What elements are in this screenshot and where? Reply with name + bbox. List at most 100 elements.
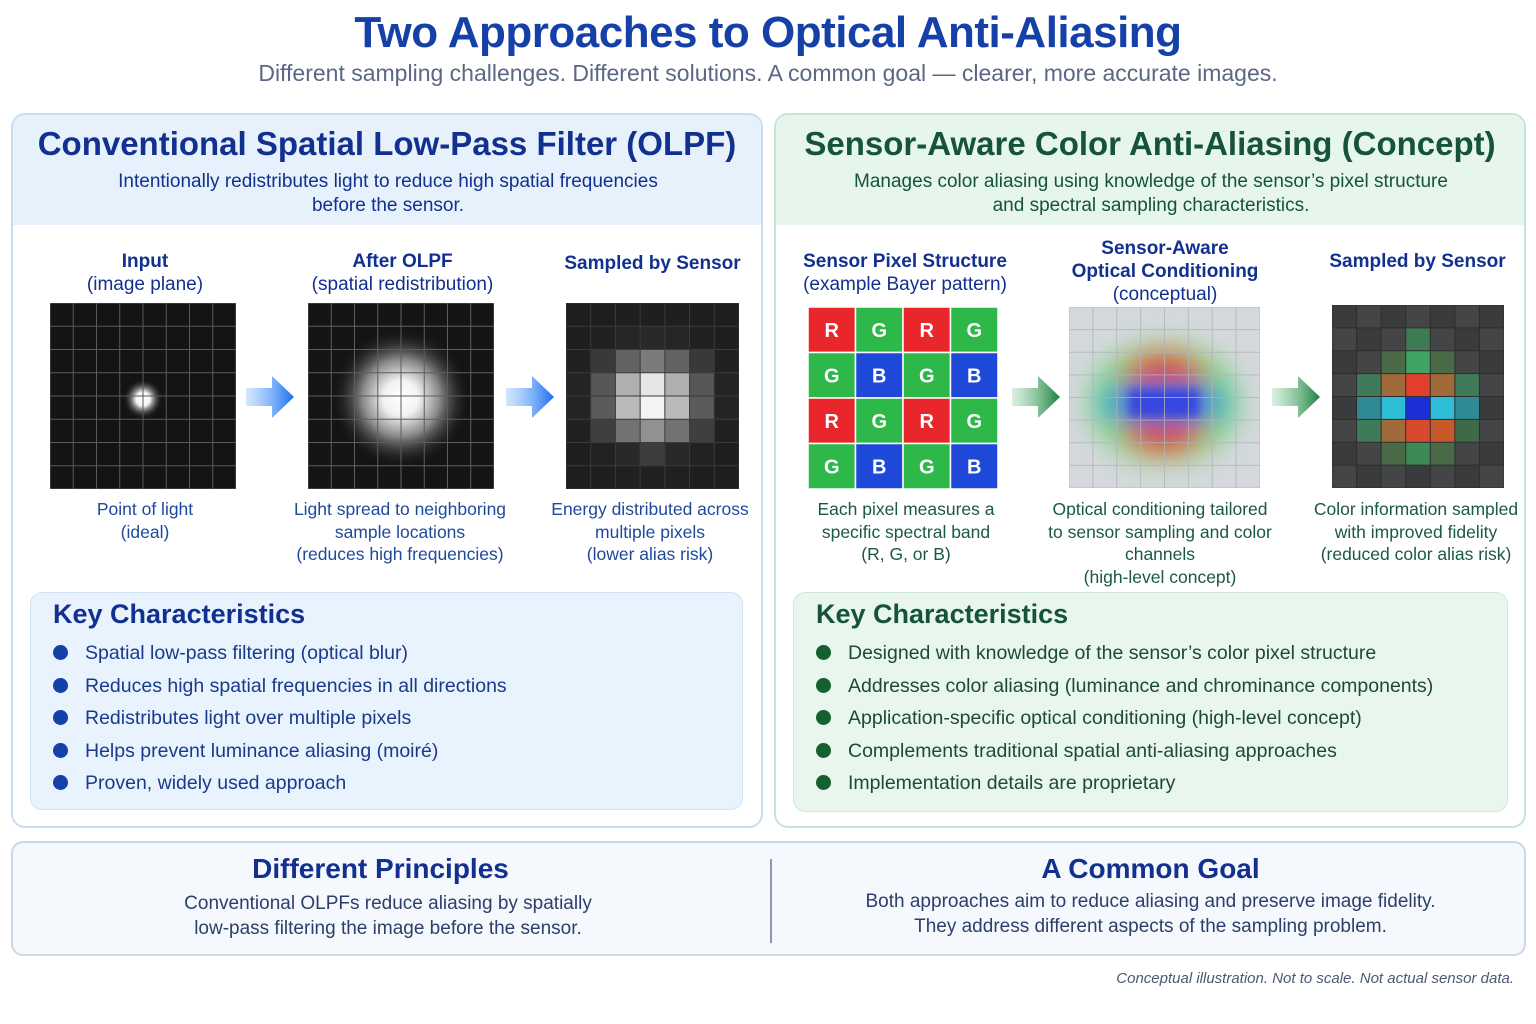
color-sampled-pixel <box>1430 396 1456 420</box>
color-sampled-label: Sampled by Sensor <box>1310 250 1525 273</box>
olpf-input-caption: Point of light (ideal) <box>40 498 250 543</box>
color-sampled-pixel <box>1454 442 1480 466</box>
caption-line: sample locations <box>334 521 466 542</box>
sampled-pixel <box>590 372 616 397</box>
color-sampled-pixel <box>1332 419 1358 443</box>
bullet-icon <box>53 677 68 693</box>
sensor-desc-line: and spectral sampling characteristics. <box>992 195 1310 216</box>
arrow-right-icon <box>506 376 554 418</box>
sampled-pixel <box>714 349 739 374</box>
sampled-pixel <box>640 326 666 350</box>
after-olpf-grid <box>308 303 494 489</box>
footnote: Conceptual illustration. Not to scale. N… <box>1116 970 1514 987</box>
column-sublabel: (example Bayer pattern) <box>803 274 1007 295</box>
color-sampled-pixel <box>1479 373 1504 397</box>
caption-line: with improved fidelity <box>1334 521 1498 542</box>
column-label: Sampled by Sensor <box>1329 251 1506 272</box>
summary-line: Conventional OLPFs reduce aliasing by sp… <box>184 893 592 914</box>
sampled-pixel <box>566 465 592 489</box>
caption-line: (lower alias risk) <box>586 544 714 564</box>
color-sampled-pixel <box>1479 465 1504 488</box>
sampled-pixel <box>689 396 715 420</box>
bayer-pixel-label: B <box>967 456 981 478</box>
bayer-caption: Each pixel measures a specific spectral … <box>796 498 1016 566</box>
conditioning-grid <box>1069 307 1260 488</box>
olpf-sampled-label: Sampled by Sensor <box>545 252 760 275</box>
sampled-pixel <box>664 372 691 397</box>
color-sampled-caption: Color information sampled with improved … <box>1305 498 1527 566</box>
color-sampled-pixel <box>1479 396 1504 420</box>
color-sampled-pixel <box>1479 419 1504 443</box>
color-sampled-pixel <box>1454 305 1480 329</box>
bayer-pixel-label: G <box>966 411 982 433</box>
sampled-pixel <box>566 419 592 443</box>
caption-line: Point of light <box>96 499 194 519</box>
list-item: Complements traditional spatial anti-ali… <box>816 737 1433 770</box>
bayer-pixel-label: G <box>824 456 840 478</box>
sampled-pixel <box>640 303 666 327</box>
column-label: Sensor Pixel Structure <box>803 251 1007 272</box>
olpf-panel-header <box>13 115 761 225</box>
color-sampled-pixel <box>1381 327 1407 352</box>
color-sampled-pixel <box>1356 373 1382 397</box>
key-characteristics-title: Key Characteristics <box>53 599 306 629</box>
column-label: After OLPF <box>352 251 453 272</box>
sampled-pixel <box>640 465 666 489</box>
bayer-pixel-label: B <box>872 456 886 478</box>
column-label: Optical Conditioning <box>1071 261 1259 282</box>
different-principles-title: Different Principles <box>252 853 509 884</box>
sampled-pixel <box>590 303 616 327</box>
bayer-pixel-label: B <box>967 365 981 387</box>
bayer-pixel-label: G <box>824 365 840 387</box>
sampled-pixel <box>640 396 666 420</box>
bullet-icon <box>816 710 831 726</box>
color-sampled-pixel <box>1454 396 1480 420</box>
color-sampled-pixel <box>1381 465 1407 488</box>
different-principles-text: Conventional OLPFs reduce aliasing by sp… <box>13 891 763 941</box>
color-sampled-pixel <box>1479 350 1504 375</box>
list-item: Reduces high spatial frequencies in all … <box>53 672 507 705</box>
caption-line: multiple pixels <box>595 521 705 542</box>
sensor-aware-panel-title: Sensor-Aware Color Anti-Aliasing (Concep… <box>804 125 1496 162</box>
sensor-desc-line: Manages color aliasing using knowledge o… <box>854 171 1448 192</box>
key-characteristics-title: Key Characteristics <box>816 599 1069 629</box>
sampled-pixel <box>689 372 715 397</box>
sampled-pixel <box>590 465 616 489</box>
color-sampled-pixel <box>1479 442 1504 466</box>
color-sampled-pixel <box>1381 373 1407 397</box>
column-sublabel: (image plane) <box>86 274 204 295</box>
color-sampled-pixel <box>1430 442 1456 466</box>
sampled-pixel <box>664 442 691 467</box>
conditioning-label: Sensor-Aware Optical Conditioning (conce… <box>1050 237 1280 306</box>
bayer-pixel-label: R <box>825 411 840 433</box>
color-sampled-pixel <box>1430 327 1456 352</box>
sampled-pixel <box>566 326 592 350</box>
summary-divider <box>770 859 772 943</box>
color-sampled-pixel <box>1405 465 1431 488</box>
sampled-pixel <box>640 419 666 443</box>
sampled-pixel <box>714 372 739 397</box>
sampled-pixel <box>689 465 715 489</box>
column-label: Sampled by Sensor <box>564 253 741 274</box>
sampled-pixel <box>640 349 666 374</box>
color-sampled-pixel <box>1405 396 1431 420</box>
olpf-panel-title: Conventional Spatial Low-Pass Filter (OL… <box>37 125 737 162</box>
color-sampled-pixel <box>1381 350 1407 375</box>
olpf-characteristics-list: Spatial low-pass filtering (optical blur… <box>53 639 507 802</box>
color-sampled-pixel <box>1405 419 1431 443</box>
conditioning-caption: Optical conditioning tailored to sensor … <box>1015 498 1305 588</box>
sampled-pixel <box>664 326 691 350</box>
sampled-pixel <box>714 442 739 467</box>
summary-box: Different Principles Conventional OLPFs … <box>11 841 1526 956</box>
column-sublabel: (spatial redistribution) <box>311 274 494 295</box>
sensor-aware-characteristics-list: Designed with knowledge of the sensor’s … <box>816 639 1433 802</box>
sampled-pixel <box>689 326 715 350</box>
column-sublabel: (conceptual) <box>1112 284 1218 305</box>
bayer-pixel-label: G <box>919 365 935 387</box>
arrow-right-icon <box>1272 376 1320 418</box>
color-sampled-pixel <box>1430 465 1456 488</box>
color-sampled-pixel <box>1405 442 1431 466</box>
color-sampled-pixel <box>1454 373 1480 397</box>
column-label: Sensor-Aware <box>1101 238 1229 259</box>
bayer-pixel <box>949 397 998 445</box>
